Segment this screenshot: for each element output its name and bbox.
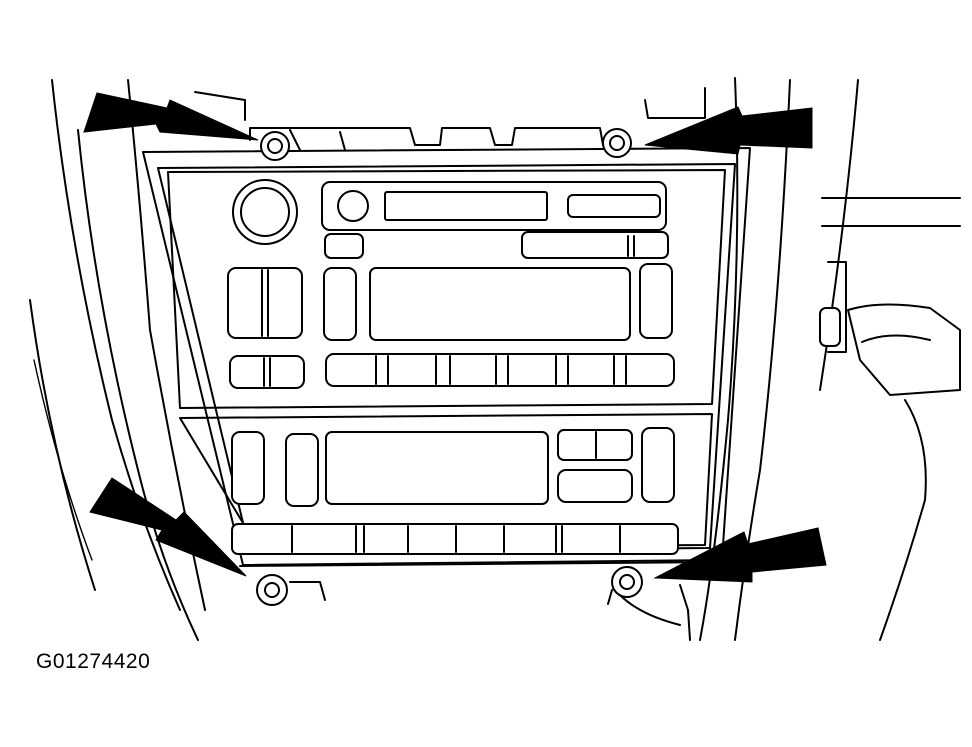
cassette-slot: [384, 191, 548, 221]
climate-display: [325, 431, 549, 505]
arrow-bottom-left: [89, 477, 247, 577]
arrow-bottom-right: [653, 527, 827, 583]
climate-unit: [231, 427, 679, 555]
upper-trim: [249, 127, 604, 151]
fastener-top-left: [260, 131, 290, 161]
arrow-top-left: [83, 92, 259, 141]
preset-buttons: [325, 353, 675, 387]
fastener-bottom-left: [256, 574, 326, 606]
figure-id-label: G01274420: [36, 650, 151, 673]
fastener-bottom-right: [607, 566, 643, 605]
radio-display: [369, 267, 631, 341]
arrow-top-right: [644, 106, 813, 155]
dashboard-surround: [29, 77, 961, 641]
radio-unit: [227, 179, 675, 389]
fastener-top-right: [602, 128, 632, 158]
